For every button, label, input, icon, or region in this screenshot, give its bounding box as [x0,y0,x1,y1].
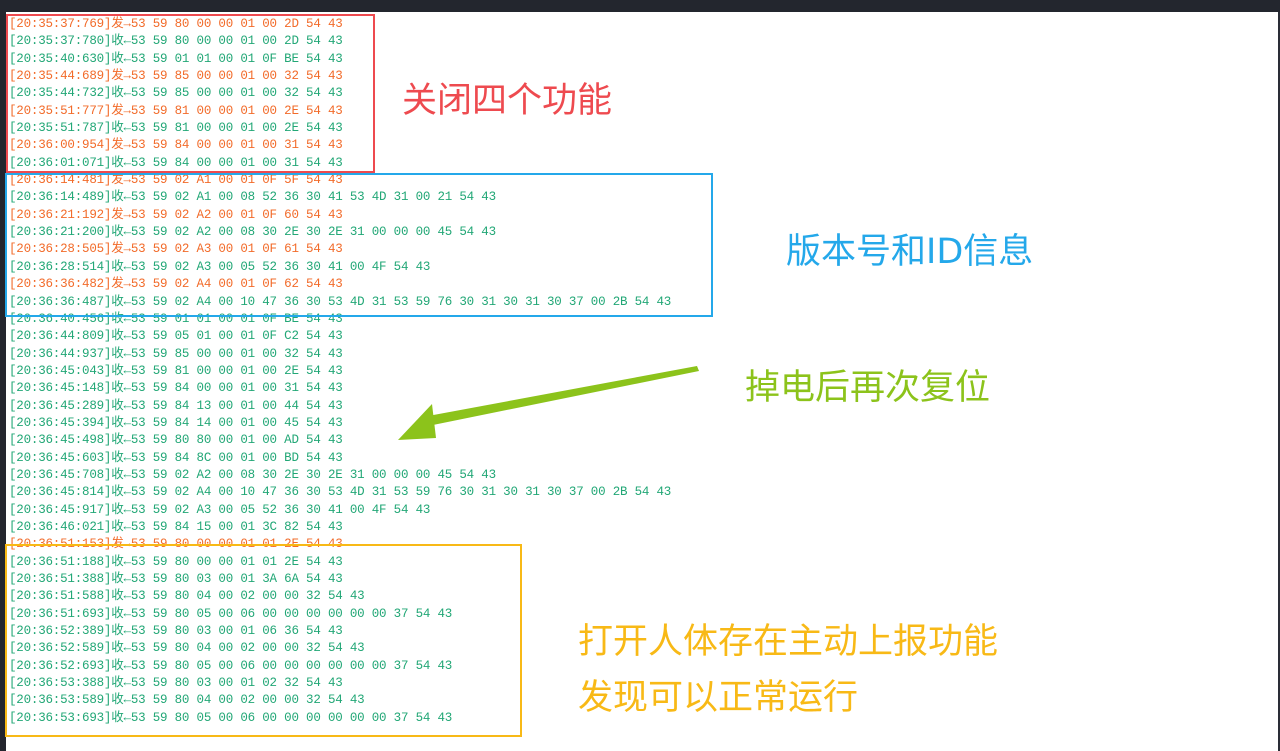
log-line-received: [20:36:52:693]收←53 59 80 05 00 06 00 00 … [9,658,453,673]
log-line-received: [20:36:53:693]收←53 59 80 05 00 06 00 00 … [9,710,453,725]
log-line-sent: [20:35:37:769]发→53 59 80 00 00 01 00 2D … [9,17,343,31]
log-line-received: [20:36:45:814]收←53 59 02 A4 00 10 47 36 … [9,485,672,500]
window-right-edge [1278,12,1280,751]
log-line-received: [20:36:14:489]收←53 59 02 A1 00 08 52 36 … [9,190,496,205]
log-line-received: [20:36:28:514]收←53 59 02 A3 00 05 52 36 … [9,259,431,274]
window-top-bar [0,0,1280,12]
window-left-edge [0,12,6,751]
annotation-power-off-reset: 掉电后再次复位 [745,368,991,408]
log-line-sent: [20:35:51:777]发→53 59 81 00 00 01 00 2E … [9,103,343,118]
annotation-version-id-info: 版本号和ID信息 [786,232,1034,272]
annotation-close-four-functions: 关闭四个功能 [402,81,613,121]
log-line-received: [20:35:44:732]收←53 59 85 00 00 01 00 32 … [9,86,343,101]
log-line-received: [20:36:36:487]收←53 59 02 A4 00 10 47 36 … [9,294,672,309]
log-line-received: [20:35:51:787]收←53 59 81 00 00 01 00 2E … [9,121,343,136]
highlight-box-version-id [5,173,713,317]
highlight-box-presence-report [5,544,522,737]
log-line-received: [20:36:51:588]收←53 59 80 04 00 02 00 00 … [9,589,365,604]
log-line-received: [20:36:46:021]收←53 59 84 15 00 01 3C 82 … [9,519,343,534]
log-line-received: [20:36:51:188]收←53 59 80 00 00 01 01 2E … [9,554,343,569]
log-line-received: [20:36:44:937]收←53 59 85 00 00 01 00 32 … [9,346,343,361]
log-line-sent: [20:36:00:954]发→53 59 84 00 00 01 00 31 … [9,138,343,153]
log-line-sent: [20:36:14:481]发→53 59 02 A1 00 01 0F 5F … [9,173,343,188]
log-line-received: [20:36:45:917]收←53 59 02 A3 00 05 52 36 … [9,502,431,517]
log-line-received: [20:36:51:388]收←53 59 80 03 00 01 3A 6A … [9,572,343,586]
log-line-sent: [20:36:28:505]发→53 59 02 A3 00 01 0F 61 … [9,242,343,257]
log-line-received: [20:36:45:289]收←53 59 84 13 00 01 00 44 … [9,398,343,413]
log-line-received: [20:36:53:589]收←53 59 80 04 00 02 00 00 … [9,693,365,708]
annotation-presence-report: 打开人体存在主动上报功能 发现可以正常运行 [578,614,998,726]
log-line-received: [20:36:52:589]收←53 59 80 04 00 02 00 00 … [9,641,365,656]
annotation-presence-report-line1: 打开人体存在主动上报功能 [578,622,999,662]
log-line-sent: [20:35:44:689]发→53 59 85 00 00 01 00 32 … [9,69,343,84]
log-line-received: [20:36:45:603]收←53 59 84 8C 00 01 00 BD … [9,450,343,465]
serial-log: [20:35:37:769]发→53 59 80 00 00 01 00 2D … [9,16,671,727]
log-line-received: [20:36:44:809]收←53 59 05 01 00 01 0F C2 … [9,329,343,344]
log-line-received: [20:36:01:071]收←53 59 84 00 00 01 00 31 … [9,155,343,170]
annotation-presence-report-line2: 发现可以正常运行 [578,678,859,718]
log-line-received: [20:35:40:630]收←53 59 01 01 00 01 0F BE … [9,51,343,66]
log-line-received: [20:36:45:148]收←53 59 84 00 00 01 00 31 … [9,381,343,396]
log-line-received: [20:36:53:388]收←53 59 80 03 00 01 02 32 … [9,676,343,691]
log-line-received: [20:36:51:693]收←53 59 80 05 00 06 00 00 … [9,606,453,621]
log-line-received: [20:36:52:389]收←53 59 80 03 00 01 06 36 … [9,624,343,639]
log-line-received: [20:36:45:708]收←53 59 02 A2 00 08 30 2E … [9,467,496,482]
log-line-sent: [20:36:21:192]发→53 59 02 A2 00 01 0F 60 … [9,207,343,222]
green-arrow-icon [398,366,699,440]
log-line-received: [20:35:37:780]收←53 59 80 00 00 01 00 2D … [9,34,343,49]
highlight-box-close-functions [6,14,375,173]
log-line-received: [20:36:21:200]收←53 59 02 A2 00 08 30 2E … [9,225,496,240]
log-line-received: [20:36:45:394]收←53 59 84 14 00 01 00 45 … [9,415,343,430]
log-line-received: [20:36:45:043]收←53 59 81 00 00 01 00 2E … [9,363,343,378]
log-line-sent: [20:36:36:482]发→53 59 02 A4 00 01 0F 62 … [9,277,343,292]
log-line-received: [20:36:45:498]收←53 59 80 80 00 01 00 AD … [9,433,343,448]
